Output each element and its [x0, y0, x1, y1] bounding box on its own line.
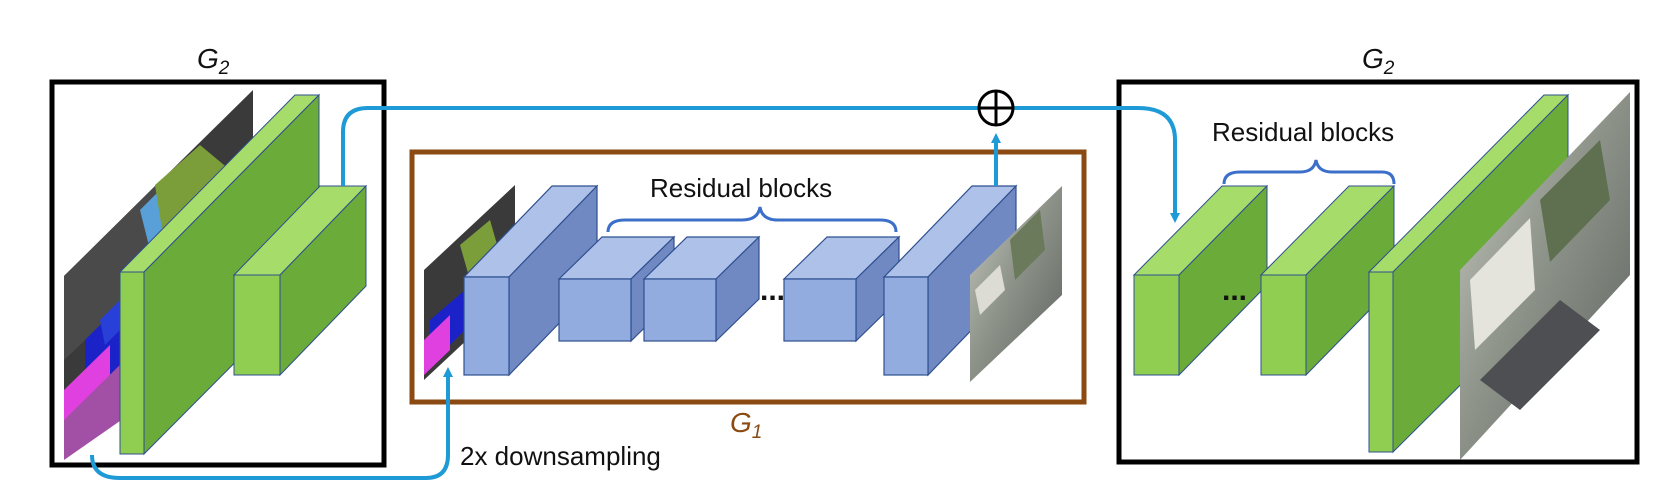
- g2-right-residual-blocks-label: Residual blocks: [1212, 117, 1394, 147]
- g2-right-frame: [1116, 79, 1640, 465]
- g2-left-frame: [49, 79, 387, 468]
- g2-right-output-photo: [1460, 92, 1630, 460]
- g2-right-residual-brace: [1222, 159, 1396, 185]
- g2-left-label: G2: [197, 43, 230, 79]
- g1-label: G1: [730, 407, 762, 443]
- g1-input-conv-slab: [462, 184, 599, 377]
- g2-right-residual-block-2: [1259, 184, 1396, 377]
- downsampling-label: 2x downsampling: [460, 441, 661, 471]
- g2-left-conv-front-slab: [118, 93, 321, 456]
- g1-residual-blocks-label: Residual blocks: [650, 173, 832, 203]
- g2-left-conv-block: [232, 184, 368, 377]
- sum-node: [977, 89, 1015, 127]
- g1-residual-block-2: [642, 235, 761, 343]
- top-skip-arrow: [341, 106, 1180, 223]
- g1-ellipsis: ...: [760, 274, 785, 307]
- g1-output-photo: [970, 186, 1062, 382]
- g2-right-ellipsis: ...: [1222, 274, 1247, 307]
- g1-residual-brace: [606, 206, 898, 233]
- g1-residual-block-3: [782, 235, 901, 343]
- g2-right-label: G2: [1362, 43, 1395, 79]
- g1-frame: [409, 149, 1087, 405]
- g2-right-residual-block-1: [1132, 184, 1269, 377]
- downsampling-arrow: [90, 367, 453, 480]
